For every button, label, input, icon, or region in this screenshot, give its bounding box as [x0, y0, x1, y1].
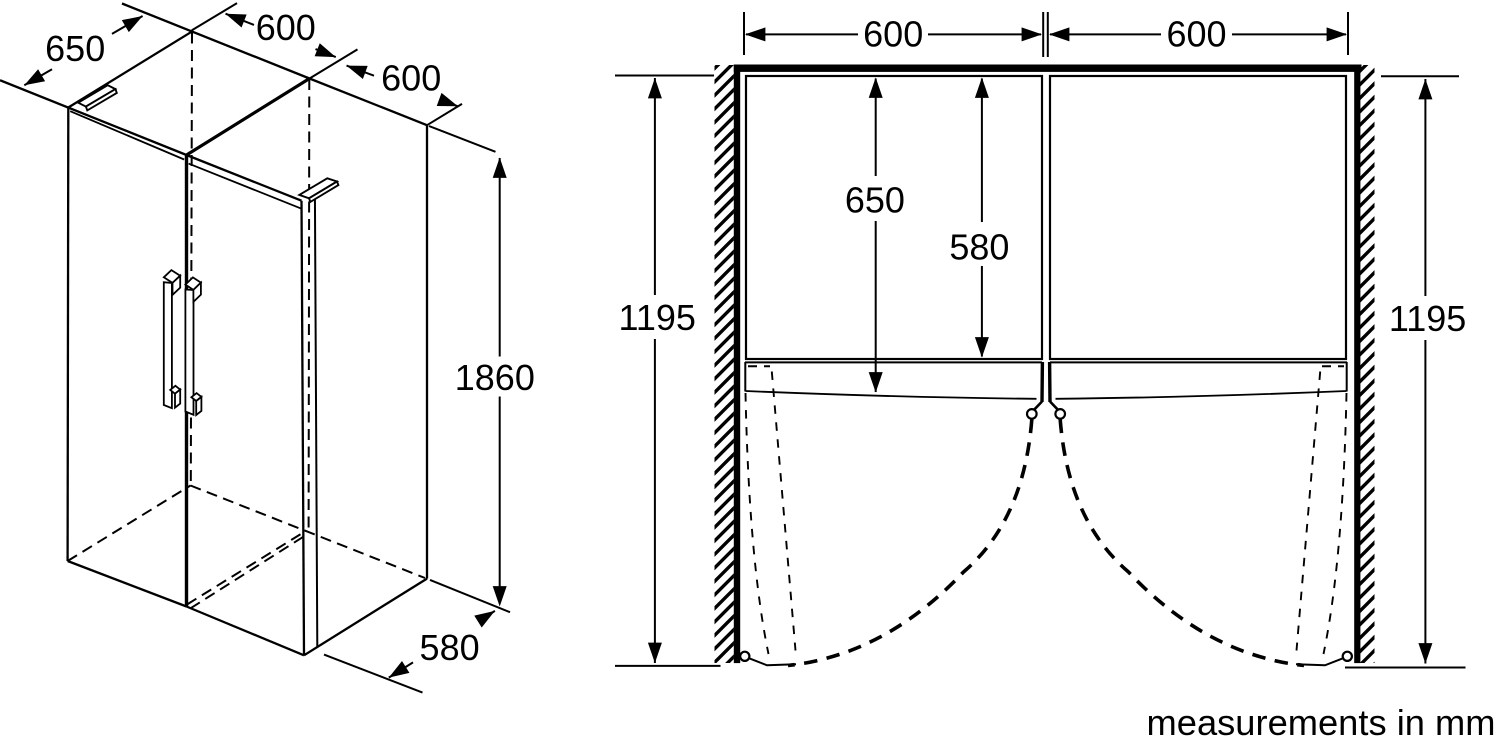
svg-text:1860: 1860: [455, 357, 535, 398]
svg-text:600: 600: [1166, 13, 1226, 54]
svg-text:580: 580: [949, 227, 1009, 268]
svg-text:600: 600: [381, 57, 441, 98]
svg-text:650: 650: [45, 28, 105, 69]
svg-text:580: 580: [420, 627, 480, 668]
svg-text:1195: 1195: [618, 297, 695, 338]
svg-text:600: 600: [256, 7, 316, 48]
svg-text:650: 650: [845, 180, 905, 221]
svg-text:600: 600: [863, 13, 923, 54]
svg-text:measurements in mm: measurements in mm: [1147, 702, 1496, 741]
svg-text:1195: 1195: [1389, 298, 1466, 339]
